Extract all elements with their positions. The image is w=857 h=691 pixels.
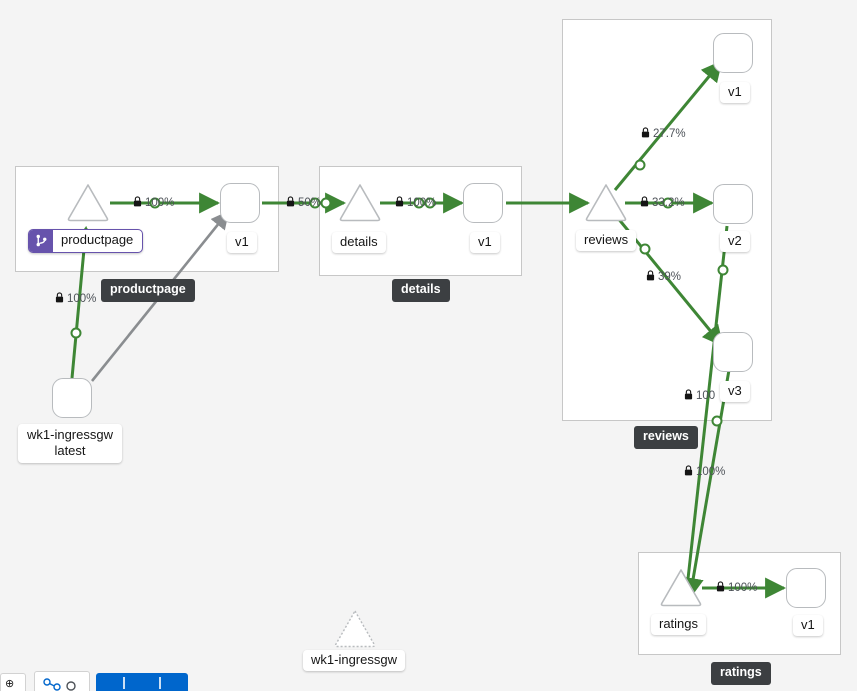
mtls-lock-icon: [684, 389, 693, 404]
ingressgw-label-line2: latest: [54, 442, 86, 458]
mtls-lock-icon: [684, 465, 693, 480]
namespace-badge-productpage[interactable]: productpage: [101, 279, 195, 302]
node-reviews-v3[interactable]: [713, 332, 753, 372]
namespace-badge-ratings[interactable]: ratings: [711, 662, 771, 685]
mtls-lock-icon: [133, 196, 142, 211]
node-label-ingressgw: wk1-ingressgw latest: [18, 424, 122, 463]
edge-label-details-v1[interactable]: 100%: [395, 196, 436, 211]
edge-traffic-percent: 100%: [696, 465, 726, 478]
virtualservice-icon: [29, 230, 53, 252]
toolbar-zoom-group[interactable]: ⊕: [0, 673, 26, 691]
node-label-reviews-service: reviews: [576, 230, 637, 251]
node-label-ratings-v1: v1: [793, 615, 823, 636]
toolbar-layout-group[interactable]: [34, 671, 90, 691]
edge-traffic-percent: 100%: [145, 196, 175, 209]
edge-traffic-percent: 33.2%: [652, 196, 685, 209]
mtls-lock-icon: [55, 292, 64, 307]
node-label-reviews-v3: v3: [720, 381, 750, 402]
edge-traffic-percent: 50%: [298, 196, 322, 209]
node-reviews-v2[interactable]: [713, 184, 753, 224]
namespace-badge-details[interactable]: details: [392, 279, 450, 302]
edge-traffic-percent: 100: [696, 389, 716, 402]
toolbar-primary-button[interactable]: [96, 673, 188, 691]
mtls-lock-icon: [646, 270, 655, 285]
namespace-badge-reviews[interactable]: reviews: [634, 426, 698, 449]
node-productpage-v1[interactable]: [220, 183, 260, 223]
edge-traffic-percent: 39%: [658, 270, 682, 283]
mtls-lock-icon: [640, 196, 649, 211]
productpage-service-label: productpage: [61, 232, 134, 247]
node-reviews-v1[interactable]: [713, 33, 753, 73]
node-label-details-v1: v1: [470, 232, 500, 253]
primary-button-icon: [123, 677, 161, 689]
edge-label-productpage-v1[interactable]: 100%: [133, 196, 174, 211]
ingressgw-label-line1: wk1-ingressgw: [27, 427, 113, 442]
edge-label-reviews-v1[interactable]: 27.7%: [641, 127, 686, 142]
edge-traffic-percent: 100%: [728, 581, 758, 594]
edge-label-ratings-v1[interactable]: 100%: [716, 581, 757, 596]
node-label-productpage-v1: v1: [227, 232, 257, 253]
mtls-lock-icon: [395, 196, 404, 211]
mtls-lock-icon: [716, 581, 725, 596]
node-ingressgw[interactable]: [52, 378, 92, 418]
node-label-reviews-v1: v1: [720, 82, 750, 103]
node-details-v1[interactable]: [463, 183, 503, 223]
edge-label-reviews-v3[interactable]: 39%: [646, 270, 681, 285]
edge-label-productpage-v1-details[interactable]: 50%: [286, 196, 321, 211]
edge-label-reviews-v3-ratings[interactable]: 100%: [684, 465, 725, 480]
node-label-details-service: details: [332, 232, 386, 253]
node-label-ingressgw-ghost: wk1-ingressgw: [303, 650, 405, 671]
node-label-productpage-service[interactable]: productpage: [28, 229, 144, 253]
edge-label-reviews-v2[interactable]: 33.2%: [640, 196, 685, 211]
zoom-icon: ⊕: [5, 678, 15, 690]
edge-traffic-percent: 27.7%: [653, 127, 686, 140]
node-ratings-v1[interactable]: [786, 568, 826, 608]
edge-label-reviews-v2-ratings[interactable]: 100: [684, 389, 715, 404]
mtls-lock-icon: [641, 127, 650, 142]
mtls-lock-icon: [286, 196, 295, 211]
node-label-reviews-v2: v2: [720, 231, 750, 252]
edge-traffic-percent: 100%: [407, 196, 437, 209]
node-label-ratings-service: ratings: [651, 614, 707, 635]
layout-graph-icon: [43, 678, 76, 691]
edge-traffic-percent: 100%: [67, 292, 97, 305]
edge-label-ingressgw-productpage[interactable]: 100%: [55, 292, 96, 307]
